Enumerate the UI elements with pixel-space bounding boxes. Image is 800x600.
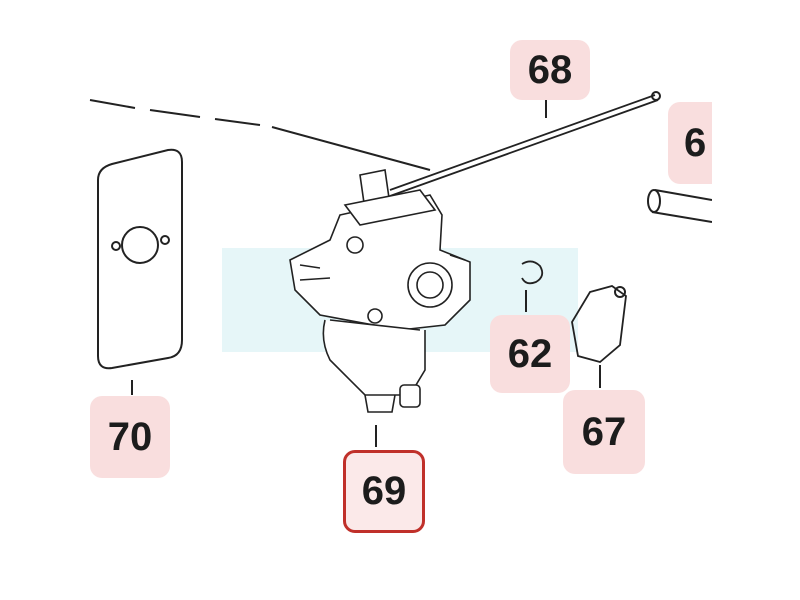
callout-label: 69 — [361, 469, 407, 513]
carburetor-exploded-view — [89, 91, 712, 447]
clamp-part — [571, 285, 627, 363]
callout-69-selected[interactable]: 69 — [343, 450, 425, 533]
dashed-cable — [89, 99, 431, 171]
leader-lines — [131, 100, 601, 447]
tube-part-end — [647, 189, 661, 213]
callout-67[interactable]: 67 — [563, 390, 645, 474]
callout-6[interactable]: 6 — [668, 102, 712, 184]
callout-62[interactable]: 62 — [490, 315, 570, 393]
callout-70[interactable]: 70 — [90, 396, 170, 478]
gasket — [97, 148, 183, 370]
callout-label: 70 — [107, 414, 153, 459]
gasket-bolt-hole — [160, 235, 170, 245]
tube-part — [651, 189, 712, 223]
callout-label: 6 — [684, 120, 707, 165]
callout-label: 67 — [581, 409, 627, 454]
parts-diagram: 68 6 62 67 70 69 — [89, 40, 712, 533]
throttle-rod-end — [651, 91, 661, 101]
callout-68[interactable]: 68 — [510, 40, 590, 100]
clamp-screw — [614, 286, 626, 298]
callout-label: 68 — [527, 47, 573, 92]
gasket-center-hole — [121, 226, 159, 264]
callout-label: 62 — [507, 331, 553, 376]
gasket-bolt-hole — [111, 241, 121, 251]
throttle-rod — [389, 94, 659, 197]
carburetor-body — [289, 169, 471, 413]
clip-part — [521, 260, 544, 285]
